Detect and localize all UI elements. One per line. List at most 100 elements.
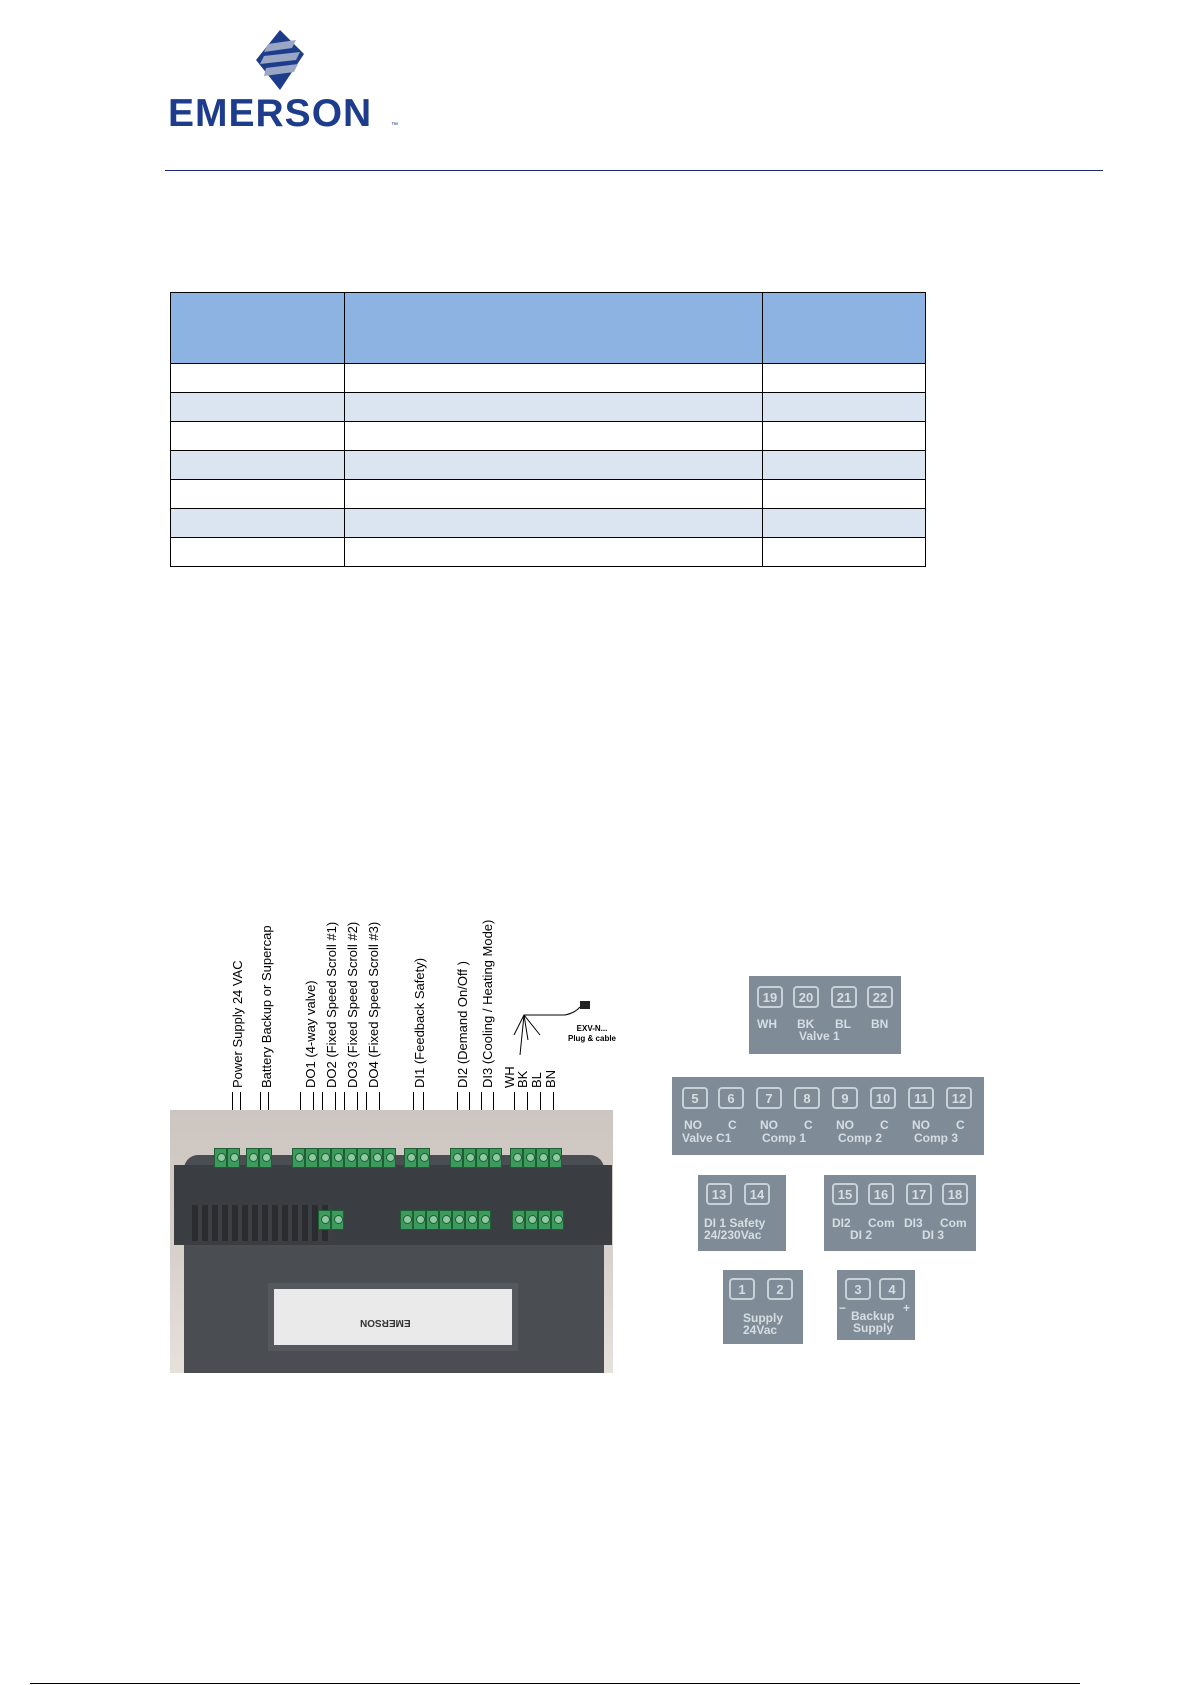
- exv-label-line2: Plug & cable: [567, 1034, 616, 1043]
- terminal-caption: Comp 2: [838, 1131, 883, 1145]
- terminal-caption: 24Vac: [743, 1323, 778, 1337]
- terminal: [214, 1148, 227, 1168]
- terminal-code: BL: [835, 1017, 851, 1031]
- terminal-code: DI3: [904, 1216, 923, 1230]
- terminal: [463, 1148, 476, 1168]
- terminal-block-exv: [510, 1140, 566, 1176]
- terminal-block-lower-2: [400, 1202, 510, 1238]
- terminal: [523, 1148, 536, 1168]
- terminal-block-battery: [246, 1140, 276, 1176]
- terminal-number: 2: [767, 1278, 793, 1300]
- terminal: [551, 1210, 564, 1230]
- terminal-caption: Comp 3: [914, 1131, 959, 1145]
- terminal: [512, 1210, 525, 1230]
- emerson-mark-icon: [256, 30, 304, 90]
- terminal: [536, 1148, 549, 1168]
- leader-line: [240, 1092, 241, 1118]
- terminal-number: 14: [744, 1183, 770, 1205]
- leader-line: [357, 1092, 358, 1118]
- terminal-block-di: [450, 1140, 506, 1176]
- leader-line: [268, 1092, 269, 1118]
- terminal-block-lower-3: [512, 1202, 568, 1238]
- exv-cable-icon: [513, 1001, 590, 1056]
- leader-line: [469, 1092, 470, 1118]
- terminal-code: NO: [684, 1118, 702, 1132]
- terminal: [331, 1148, 344, 1168]
- terminal-caption: DI 1 Safety: [704, 1216, 766, 1230]
- terminal: [476, 1148, 489, 1168]
- leader-line: [344, 1092, 345, 1118]
- table-row: [170, 363, 926, 393]
- terminal: [426, 1210, 439, 1230]
- terminal: [292, 1148, 305, 1168]
- leader-line: [366, 1092, 367, 1118]
- terminal-caption: DI 3: [922, 1228, 945, 1242]
- emerson-logo: EMERSON ™: [168, 30, 408, 135]
- terminal-number: 15: [832, 1183, 858, 1205]
- terminal-panel-safety: 13 14 DI 1 Safety 24/230Vac: [698, 1175, 786, 1251]
- terminal: [525, 1210, 538, 1230]
- terminal-number: 19: [757, 986, 783, 1008]
- terminal-number: 18: [942, 1183, 968, 1205]
- leader-line: [413, 1092, 414, 1118]
- terminal: [465, 1210, 478, 1230]
- terminal: [549, 1148, 562, 1168]
- terminal-code: C: [804, 1118, 813, 1132]
- terminal-number: 7: [756, 1087, 782, 1109]
- terminal-number: 8: [794, 1087, 820, 1109]
- terminal-code: BN: [871, 1017, 889, 1031]
- terminal-number: 3: [845, 1278, 871, 1300]
- table-row: [170, 508, 926, 538]
- terminal-caption: Backup: [851, 1309, 895, 1323]
- terminal-block-do: [292, 1140, 402, 1176]
- leader-line: [313, 1092, 314, 1118]
- terminal-code: BK: [797, 1017, 815, 1031]
- leader-line: [540, 1092, 541, 1118]
- terminal-plus: +: [903, 1301, 911, 1315]
- exv-label: EXV-N... Plug & cable: [566, 1024, 618, 1044]
- terminal-number: 4: [879, 1278, 905, 1300]
- label-bk: BK: [515, 1070, 530, 1088]
- terminal-number: 13: [706, 1183, 732, 1205]
- terminal: [417, 1148, 430, 1168]
- terminal-code: C: [880, 1118, 889, 1132]
- leader-line: [457, 1092, 458, 1118]
- terminal-caption: 24/230Vac: [704, 1228, 762, 1242]
- terminal: [538, 1210, 551, 1230]
- terminal-code: NO: [760, 1118, 778, 1132]
- terminal-number: 22: [867, 986, 893, 1008]
- terminal-block-power: [212, 1140, 242, 1176]
- terminal-code: NO: [912, 1118, 930, 1132]
- leader-line: [260, 1092, 261, 1118]
- terminal: [305, 1148, 318, 1168]
- terminal: [452, 1210, 465, 1230]
- terminal: [344, 1148, 357, 1168]
- terminal-panel-supply: 1 2 Supply 24Vac: [723, 1270, 803, 1344]
- table-row: [170, 450, 926, 480]
- terminal-number: 11: [908, 1087, 934, 1109]
- terminal-code: NO: [836, 1118, 854, 1132]
- terminal: [404, 1148, 417, 1168]
- table-row: [170, 479, 926, 509]
- label-do2: DO2 (Fixed Speed Scroll #1): [324, 921, 339, 1088]
- terminal: [227, 1148, 240, 1168]
- label-di1: DI1 (Feedback Safety): [412, 957, 427, 1088]
- terminal-code: C: [956, 1118, 965, 1132]
- vent-grille: [192, 1205, 332, 1241]
- module-label: EMERSON: [360, 1317, 411, 1328]
- leader-line: [379, 1092, 380, 1118]
- terminal-panel-backup: 3 4 − + Backup Supply: [837, 1270, 915, 1340]
- terminal-code: Com: [940, 1216, 967, 1230]
- terminal-number: 17: [906, 1183, 932, 1205]
- terminal: [413, 1210, 426, 1230]
- terminal: [510, 1148, 523, 1168]
- header-rule: [165, 170, 1103, 171]
- terminal: [318, 1148, 331, 1168]
- terminal-number: 6: [718, 1087, 744, 1109]
- table-row: [170, 421, 926, 451]
- terminal: [489, 1148, 502, 1168]
- terminal-number: 10: [870, 1087, 896, 1109]
- terminal-number: 20: [793, 986, 819, 1008]
- leader-line: [423, 1092, 424, 1118]
- trademark: ™: [391, 122, 398, 129]
